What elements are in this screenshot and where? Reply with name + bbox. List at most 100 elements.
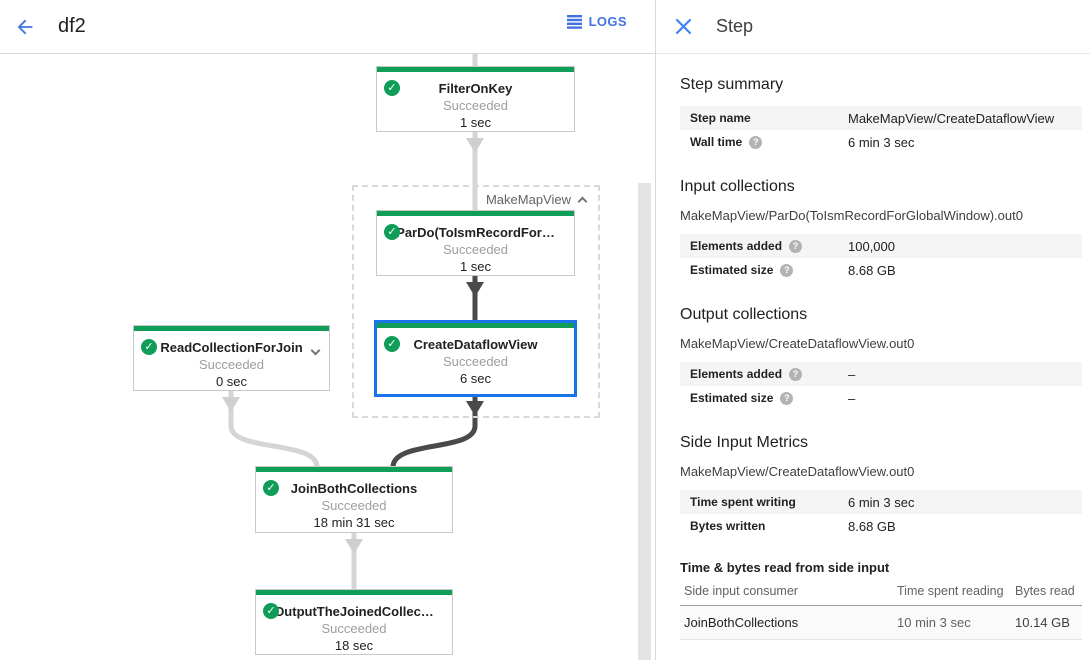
expand-step-toggle[interactable] [310,342,321,357]
step-title: FilterOnKey [438,81,513,96]
help-icon[interactable]: ? [789,367,803,381]
cell-consumer: JoinBothCollections [680,605,893,640]
row-label: Time spent writing [690,495,796,509]
help-icon[interactable]: ? [780,263,794,277]
success-check-icon: ✓ [263,480,279,496]
time-spent-writing-row: Time spent writing 6 min 3 sec [680,490,1082,514]
step-time: 18 min 31 sec [313,515,395,530]
row-label: Elements added [690,367,783,381]
side-input-table-heading: Time & bytes read from side input [680,560,890,575]
step-status: Succeeded [198,357,265,372]
step-node-filteronkey[interactable]: ✓ FilterOnKey Succeeded 1 sec [376,66,575,132]
row-value: 8.68 GB [848,518,896,534]
step-node-createdataflowview-selected[interactable]: ✓ CreateDataflowView Succeeded 6 sec [374,320,577,397]
step-title: JoinBothCollections [290,481,418,496]
help-icon[interactable]: ? [749,135,763,149]
step-title: CreateDataflowView [413,337,538,352]
status-bar [134,326,329,331]
status-bar [256,467,452,472]
row-value: 8.68 GB [848,262,896,278]
step-time: 0 sec [215,374,248,389]
step-status: Succeeded [442,354,509,369]
row-value: – [848,366,856,382]
column-header-bytes-read: Bytes read [1011,577,1082,606]
success-check-icon: ✓ [141,339,157,355]
step-time: 1 sec [459,115,492,130]
column-header-consumer: Side input consumer [680,577,893,606]
step-status: Succeeded [321,498,387,513]
status-bar [377,323,574,328]
elements-added-row: Elements added ? – [680,362,1082,386]
status-bar [377,211,574,216]
row-label: Bytes written [690,519,766,533]
row-value: MakeMapView/CreateDataflowView [848,110,1055,126]
step-node-joinbothcollections[interactable]: ✓ JoinBothCollections Succeeded 18 min 3… [255,466,453,533]
row-value: 100,000 [848,238,895,254]
row-label: Wall time [690,135,743,149]
cell-bytes-read: 10.14 GB [1011,605,1082,640]
step-status: Succeeded [442,98,509,113]
logs-button[interactable]: LOGS [566,14,627,29]
step-time: 1 sec [459,259,492,274]
chevron-down-icon [310,345,321,356]
job-graph-canvas[interactable]: MakeMapView ✓ FilterOnKey Succeeded 1 se… [0,54,655,660]
row-label: Step name [690,111,751,125]
row-value: 6 min 3 sec [848,494,915,510]
group-label: MakeMapView [485,192,571,207]
step-title: ParDo(ToIsmRecordFor… [396,225,555,240]
bytes-written-row: Bytes written 8.68 GB [680,514,1082,538]
help-icon[interactable]: ? [789,239,803,253]
row-label: Estimated size [690,263,774,277]
close-icon[interactable] [673,16,694,37]
wall-time-row: Wall time ? 6 min 3 sec [680,130,1082,154]
logs-list-icon [566,14,583,29]
step-node-pardo-toismrecord[interactable]: ✓ ParDo(ToIsmRecordFor… Succeeded 1 sec [376,210,575,276]
row-value: – [848,390,856,406]
success-check-icon: ✓ [384,80,400,96]
graph-vertical-scrollbar[interactable] [638,183,651,660]
column-header-time-reading: Time spent reading [893,577,1011,606]
elements-added-row: Elements added ? 100,000 [680,234,1082,258]
job-title: df2 [58,15,86,37]
row-label: Estimated size [690,391,774,405]
panel-title: Step [716,16,754,36]
graph-edges [222,54,484,590]
step-details-panel: Step Step summary Step name MakeMapView/… [655,0,1090,660]
logs-button-label: LOGS [588,14,627,29]
step-summary-heading: Step summary [680,76,784,93]
top-header: df2 LOGS [0,0,655,54]
side-input-collection-name: MakeMapView/CreateDataflowView.out0 [680,464,915,479]
back-arrow-icon[interactable] [10,12,40,42]
group-collapse-toggle[interactable]: MakeMapView [485,192,588,207]
success-check-icon: ✓ [384,224,400,240]
chevron-up-icon [577,196,588,207]
input-collection-name: MakeMapView/ParDo(ToIsmRecordForGlobalWi… [680,208,1023,223]
side-input-read-table: Side input consumer Time spent reading B… [680,577,1082,640]
table-row: JoinBothCollections 10 min 3 sec 10.14 G… [680,605,1082,640]
panel-header: Step [656,0,1090,54]
success-check-icon: ✓ [263,603,279,619]
estimated-size-row: Estimated size ? 8.68 GB [680,258,1082,282]
composite-group-makemapview: MakeMapView [352,185,600,418]
step-time: 6 sec [459,371,492,386]
step-time: 18 sec [334,638,374,653]
status-bar [377,67,574,72]
output-collection-name: MakeMapView/CreateDataflowView.out0 [680,336,915,351]
side-input-metrics-heading: Side Input Metrics [680,434,809,451]
row-value: 6 min 3 sec [848,134,915,150]
help-icon[interactable]: ? [780,391,794,405]
output-collections-heading: Output collections [680,306,808,323]
row-label: Elements added [690,239,783,253]
estimated-size-row: Estimated size ? – [680,386,1082,410]
step-node-outputthejoinedcollection[interactable]: ✓ OutputTheJoinedCollec… Succeeded 18 se… [255,589,453,655]
step-name-row: Step name MakeMapView/CreateDataflowView [680,106,1082,130]
panel-body: Step summary Step name MakeMapView/Creat… [656,54,1090,640]
step-status: Succeeded [442,242,509,257]
success-check-icon: ✓ [384,336,400,352]
input-collections-heading: Input collections [680,178,795,195]
step-title: ReadCollectionForJoin [160,340,303,355]
step-status: Succeeded [321,621,387,636]
step-node-readcollectionforjoin[interactable]: ✓ ReadCollectionForJoin Succeeded 0 sec [133,325,330,391]
status-bar [256,590,452,595]
